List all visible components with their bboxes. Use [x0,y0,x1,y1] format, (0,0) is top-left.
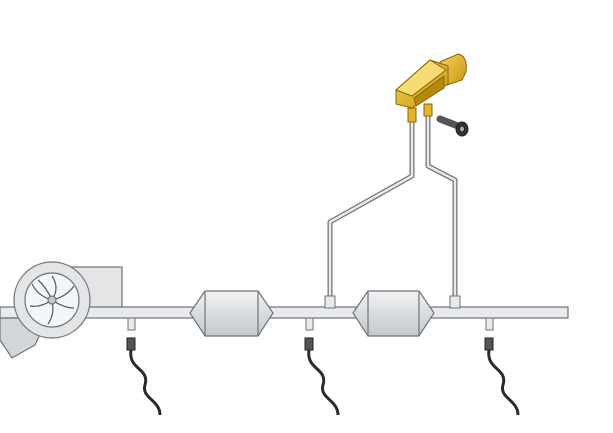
exhaust-sensor-1-icon [126,317,162,416]
mounting-bolt-icon [436,115,469,137]
exhaust-sensor-3-icon [484,317,520,416]
pressure-tap-1 [324,295,336,309]
pressure-line-downstream-inner [426,112,457,300]
exhaust-sensor-2-icon [304,317,340,416]
pressure-line-upstream-inner [328,118,414,300]
pressure-line-downstream [425,112,458,300]
turbocharger-icon [0,261,123,359]
differential-pressure-sensor-icon [395,53,467,123]
pressure-tap-2 [449,295,461,309]
catalytic-converter-2-icon [352,290,435,337]
catalytic-converter-1-icon [189,290,274,337]
exhaust-pipe [0,306,569,319]
pressure-line-upstream [327,118,415,300]
